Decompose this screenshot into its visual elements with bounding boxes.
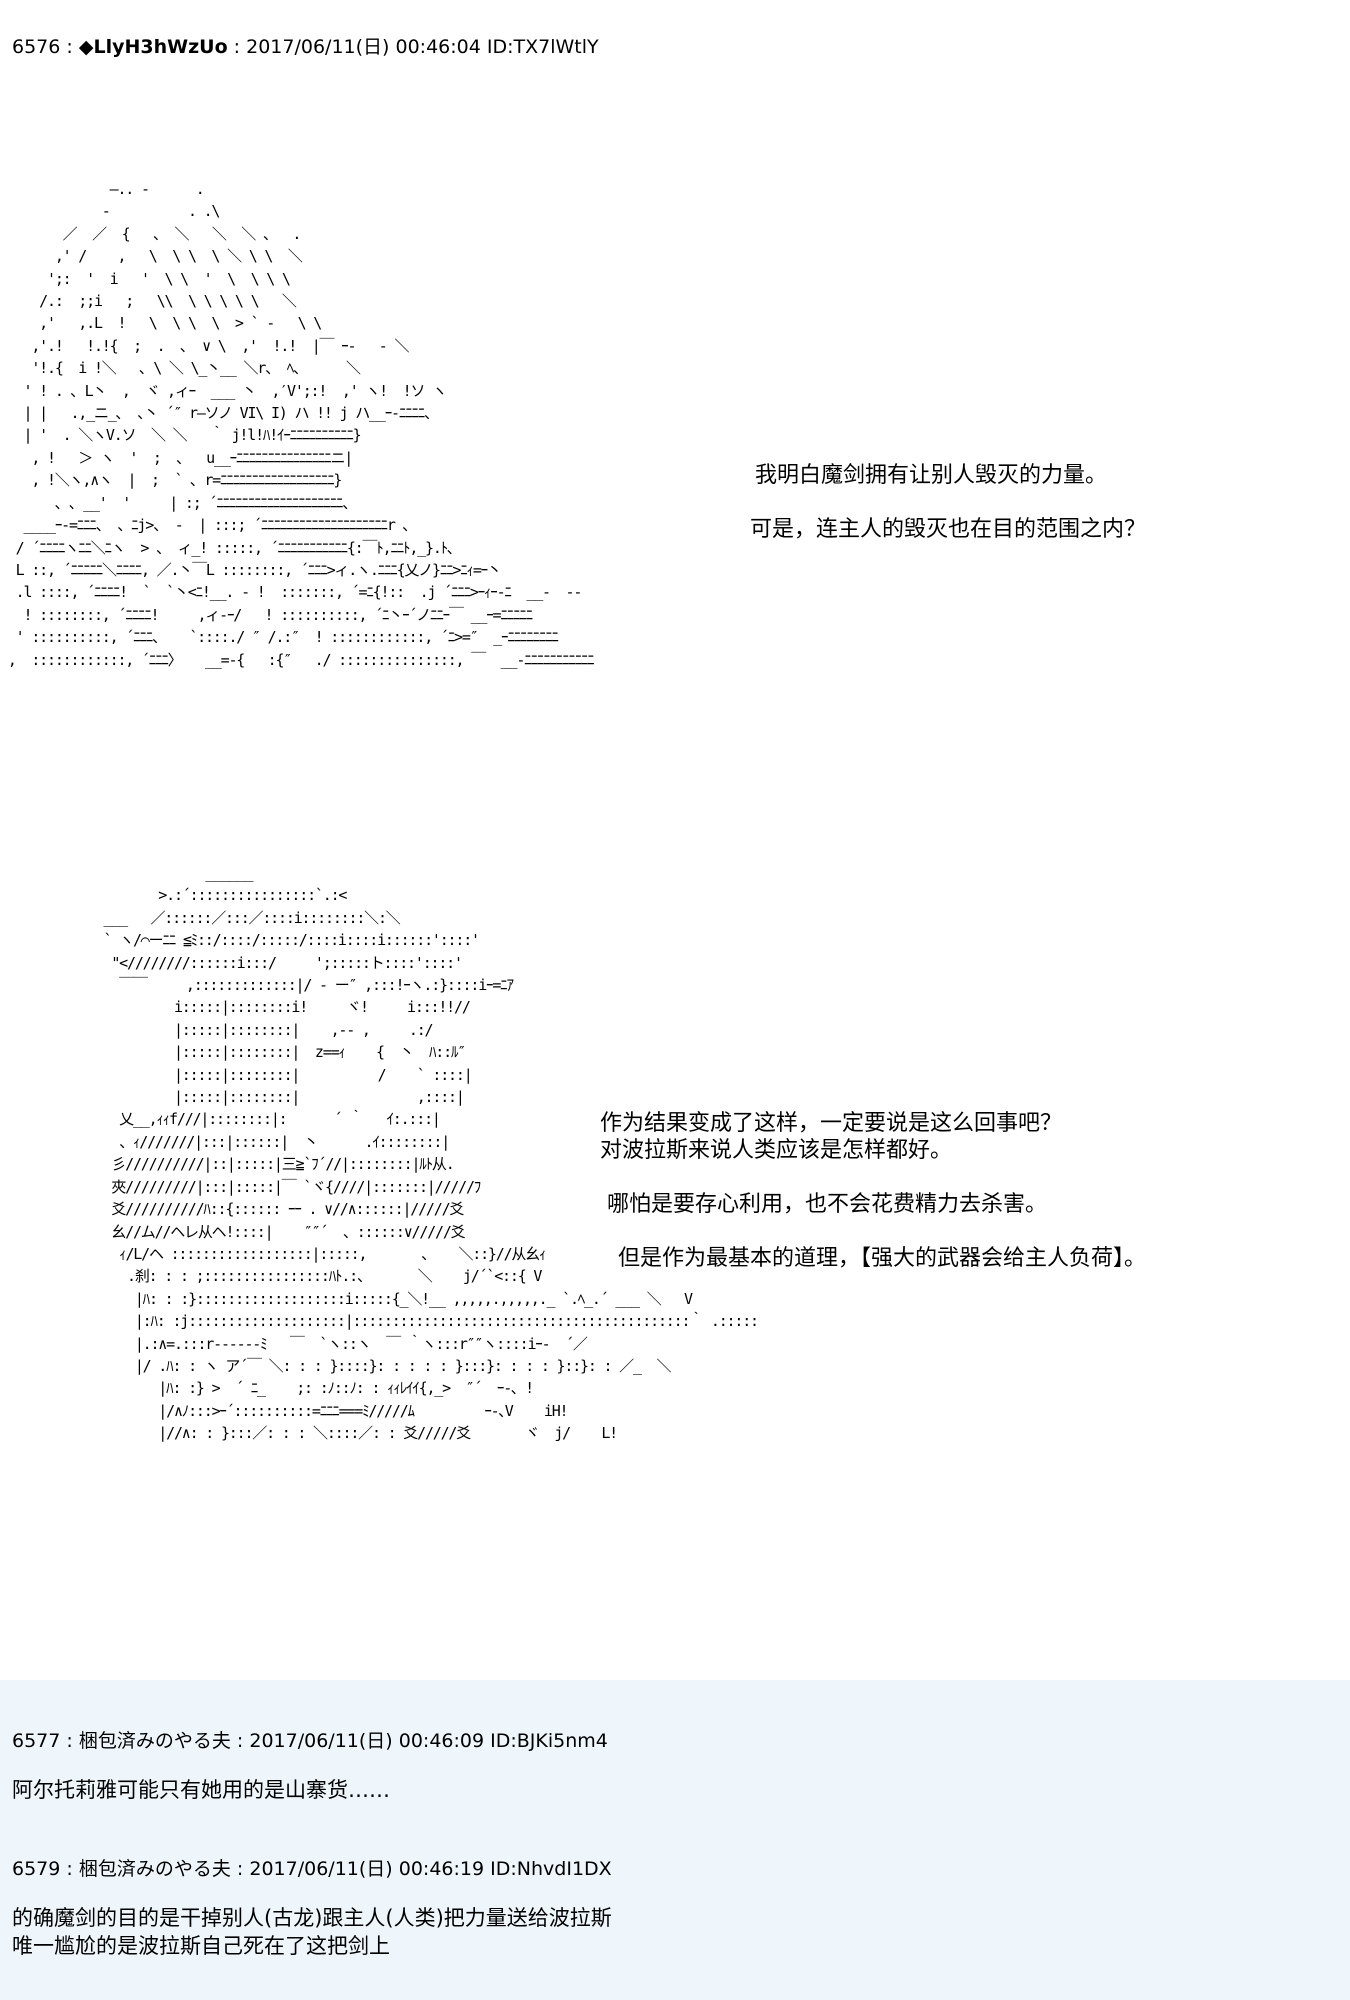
post-body: 的确魔剑的目的是干掉别人(古龙)跟主人(人类)把力量送给波拉斯 唯一尴尬的是波拉…: [12, 1906, 612, 1958]
ascii-art-bottom: ______ >.:´::::::::::::::::`.:< ___ ／:::…: [103, 864, 760, 1443]
header-separator: :: [236, 1858, 244, 1880]
post-id[interactable]: ID:BJKi5nm4: [490, 1730, 608, 1752]
post-body: 阿尔托莉雅可能只有她用的是山寨货……: [12, 1778, 390, 1802]
post-header: 6577 : 梱包済みのやる夫 : 2017/06/11(日) 00:46:09…: [12, 1728, 608, 1754]
post-number[interactable]: 6579: [12, 1858, 61, 1880]
poster-name: 梱包済みのやる夫: [78, 1730, 231, 1752]
reply-section: 6577 : 梱包済みのやる夫 : 2017/06/11(日) 00:46:09…: [0, 1680, 1350, 2000]
header-separator: :: [66, 1858, 73, 1880]
dialogue-line: 可是，连主人的毁灭也在目的范围之内？: [750, 517, 1147, 542]
post-number[interactable]: 6576: [12, 36, 61, 58]
post-date: 2017/06/11(日) 00:46:19: [249, 1858, 485, 1880]
header-separator: :: [236, 1730, 244, 1752]
dialogue-line: 我明白魔剑拥有让别人毁灭的力量。: [755, 463, 1108, 488]
dialogue-line: 作为结果变成了这样，一定要说是这么回事吧？: [600, 1111, 1063, 1136]
post-header: 6576 : ◆LlyH3hWzUo : 2017/06/11(日) 00:46…: [12, 34, 599, 60]
post-id[interactable]: ID:TX7lWtlY: [486, 36, 599, 58]
dialogue-line: 对波拉斯来说人类应该是怎样都好。: [600, 1138, 953, 1163]
dialogue-line: 但是作为最基本的道理，【强大的武器会给主人负荷】。: [618, 1246, 1147, 1271]
poster-name: 梱包済みのやる夫: [78, 1858, 231, 1880]
post-id[interactable]: ID:NhvdI1DX: [490, 1858, 612, 1880]
ascii-art-top: —.. - . - . .\ ／ ／ { 、 ＼ ＼ ＼ 、 . ,' / , …: [7, 180, 595, 669]
post-date: 2017/06/11(日) 00:46:09: [249, 1730, 485, 1752]
header-separator: :: [66, 36, 73, 58]
header-separator: :: [66, 1730, 73, 1752]
dialogue-line: 哪怕是要存心利用，也不会花费精力去杀害。: [607, 1192, 1048, 1217]
poster-name: ◆LlyH3hWzUo: [78, 36, 228, 58]
post-6576: 6576 : ◆LlyH3hWzUo : 2017/06/11(日) 00:46…: [7, 34, 1147, 1443]
header-separator: :: [233, 36, 241, 58]
post-header: 6579 : 梱包済みのやる夫 : 2017/06/11(日) 00:46:19…: [12, 1856, 612, 1882]
post-number[interactable]: 6577: [12, 1730, 61, 1752]
post-date: 2017/06/11(日) 00:46:04: [246, 36, 481, 58]
